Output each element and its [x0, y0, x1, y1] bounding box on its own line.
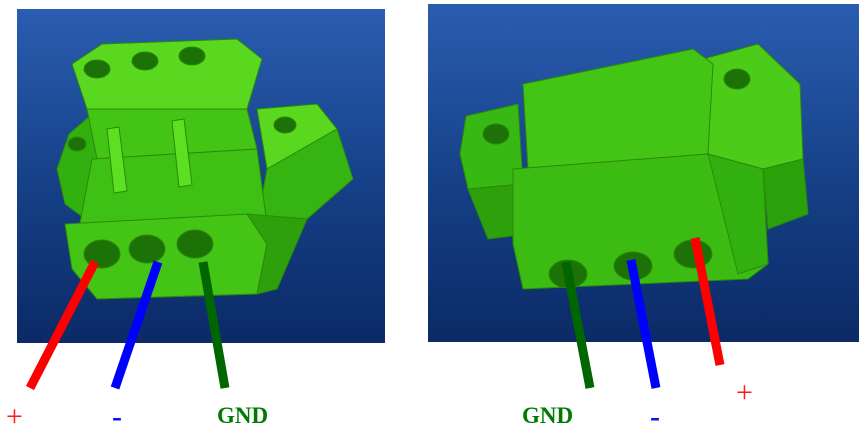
screw-holes-top [67, 46, 297, 152]
right-connector-illustration [428, 4, 859, 342]
right-connector-view [428, 4, 859, 342]
left-negative-wire [110, 260, 163, 390]
left-positive-label: + [6, 400, 23, 433]
right-negative-label: - [650, 400, 660, 433]
right-ground-label: GND [522, 403, 574, 428]
left-ground-label: GND [217, 403, 269, 428]
left-ground-wire [198, 261, 230, 389]
right-ground-wire [561, 261, 595, 389]
left-negative-label: - [112, 400, 122, 433]
right-negative-wire [626, 259, 661, 389]
wire-entry-holes [83, 229, 214, 269]
right-positive-wire [690, 237, 725, 366]
screw-holes-flange [482, 68, 751, 145]
right-positive-label: + [736, 376, 753, 409]
left-positive-wire [26, 259, 99, 391]
